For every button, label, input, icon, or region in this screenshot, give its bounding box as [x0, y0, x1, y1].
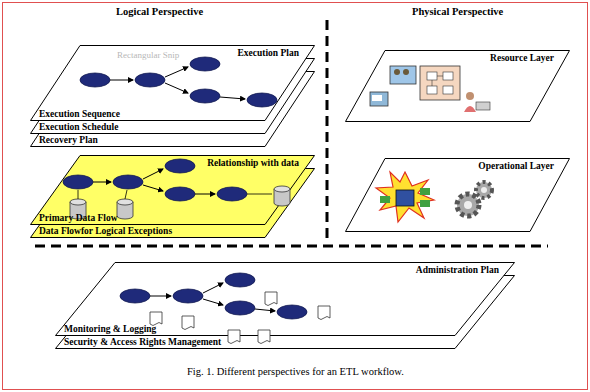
divider-horizontal [35, 245, 548, 248]
watermark: Rectangular Snip [117, 50, 179, 60]
layer-label: Primary Data Flow [39, 213, 118, 224]
layer-title: Resource Layer [490, 53, 554, 64]
layer-label: Execution Schedule [39, 122, 118, 133]
layer-label: Recovery Plan [39, 135, 98, 146]
layer-label: Security & Access Rights Management [64, 337, 221, 348]
perspective-heading: Physical Perspective [412, 6, 503, 17]
layer-plane: Relationship with dataPrimary Data Flow [30, 155, 315, 225]
layer-label: Data Flowfor Logical Exceptions [39, 226, 172, 237]
divider-vertical [326, 20, 329, 240]
layer-title: Operational Layer [478, 161, 554, 172]
layer-plane: Operational Layer [345, 158, 570, 232]
layer-plane: Administration PlanMonitoring & Logging [55, 262, 515, 336]
layer-title: Relationship with data [207, 158, 299, 169]
figure-caption: Fig. 1. Different perspectives for an ET… [187, 366, 404, 377]
layer-title: Administration Plan [416, 265, 499, 276]
layer-label: Execution Sequence [39, 109, 120, 120]
layer-plane: Resource Layer [345, 50, 570, 122]
perspective-heading: Logical Perspective [116, 6, 203, 17]
figure-frame [3, 3, 588, 390]
layer-label: Monitoring & Logging [64, 324, 156, 335]
layer-title: Execution Plan [238, 48, 300, 59]
